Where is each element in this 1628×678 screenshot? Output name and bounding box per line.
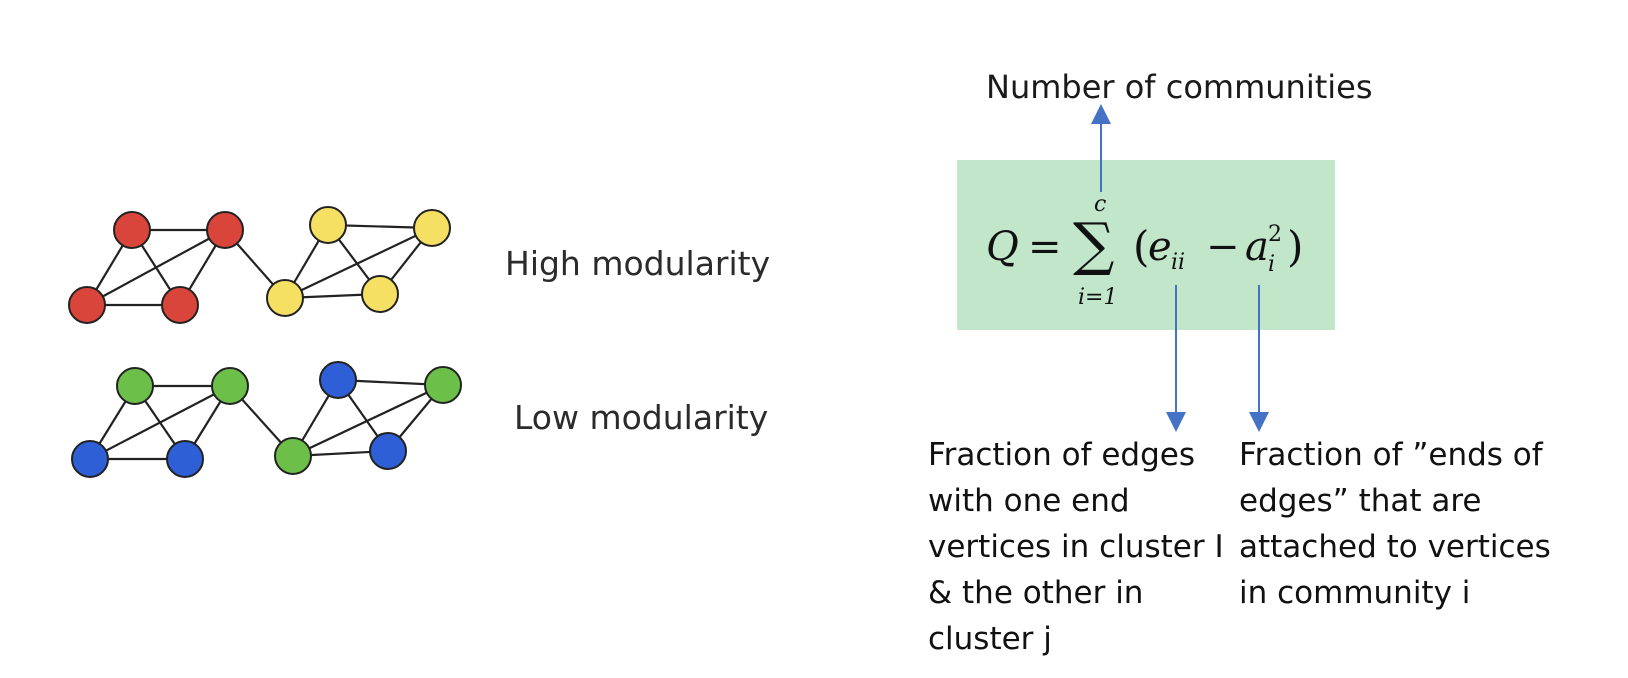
desc-line: in community i	[1239, 575, 1471, 611]
desc-line: vertices in cluster I	[928, 529, 1224, 565]
formula-lower-limit: i=1	[1078, 285, 1118, 310]
graph-node	[319, 361, 357, 399]
graph-node	[413, 209, 451, 247]
formula-box	[957, 160, 1335, 330]
formula-close-paren: )	[1287, 222, 1304, 271]
high-modularity-label: High modularity	[505, 244, 771, 283]
formula-open-paren: (	[1133, 222, 1150, 271]
desc-line: edges” that are	[1239, 483, 1482, 519]
graph-node	[274, 437, 312, 475]
graph-node	[369, 432, 407, 470]
graph-node	[116, 367, 154, 405]
formula-e: e	[1148, 224, 1172, 270]
number-of-communities-label: Number of communities	[986, 68, 1373, 106]
graph-node	[166, 440, 204, 478]
formula-equals: =	[1028, 224, 1062, 270]
formula-a-subscript: i	[1268, 252, 1276, 277]
desc-line: Fraction of ”ends of	[1239, 437, 1543, 473]
formula-a: a	[1245, 224, 1269, 270]
graph-node	[211, 367, 249, 405]
high-modularity-graph	[68, 206, 451, 324]
graph-node	[161, 286, 199, 324]
edges-fraction-description: Fraction of edges with one end vertices …	[928, 432, 1224, 662]
desc-line: & the other in	[928, 575, 1144, 611]
low-modularity-graph	[71, 361, 462, 478]
graph-node	[309, 206, 347, 244]
graph-node	[113, 211, 151, 249]
formula-minus: −	[1206, 224, 1240, 270]
graph-node	[424, 366, 462, 404]
desc-line: cluster j	[928, 621, 1052, 657]
desc-line: with one end	[928, 483, 1130, 519]
low-modularity-label: Low modularity	[514, 398, 769, 437]
formula-q: Q	[986, 224, 1019, 270]
formula-e-subscript: ii	[1171, 250, 1186, 275]
graph-node	[206, 211, 244, 249]
formula-a-superscript: 2	[1268, 222, 1282, 247]
graph-node	[68, 286, 106, 324]
graph-node	[266, 279, 304, 317]
formula-sum: ∑	[1073, 210, 1115, 278]
formula-upper-limit: c	[1094, 192, 1107, 217]
graph-node	[361, 275, 399, 313]
desc-line: attached to vertices	[1239, 529, 1551, 565]
desc-line: Fraction of edges	[928, 437, 1195, 473]
ends-fraction-description: Fraction of ”ends of edges” that are att…	[1239, 432, 1551, 616]
graph-node	[71, 440, 109, 478]
